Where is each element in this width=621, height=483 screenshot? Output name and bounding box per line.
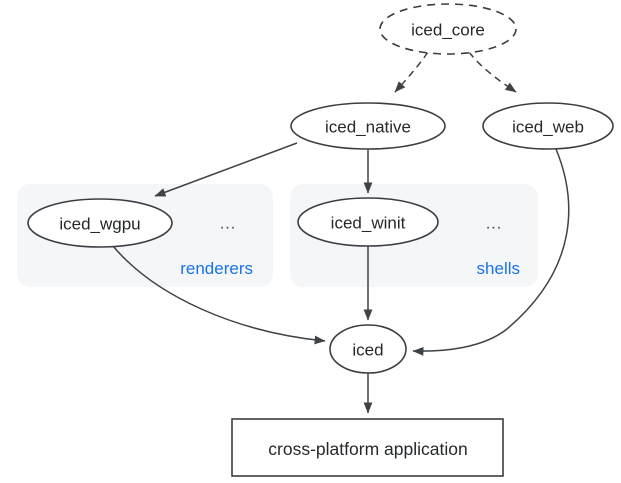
renderers-group-label: renderers	[180, 259, 253, 278]
edge-iced_core-to-iced_native	[394, 51, 429, 93]
node-iced_wgpu-label: iced_wgpu	[59, 215, 140, 234]
edge-iced_native-to-iced_wgpu	[154, 142, 298, 197]
node-iced_web-label: iced_web	[512, 118, 584, 137]
node-iced_native-label: iced_native	[325, 118, 411, 137]
node-iced_core	[379, 3, 517, 55]
node-iced	[329, 324, 407, 374]
shells-group-label: shells	[477, 259, 520, 278]
edge-iced_core-to-iced_web	[468, 51, 517, 93]
edge-iced_wgpu-to-iced	[112, 245, 326, 345]
node-iced_native	[290, 102, 446, 150]
node-iced_winit	[297, 197, 439, 247]
renderers-ellipsis: ...	[220, 216, 236, 233]
node-iced_core-label: iced_core	[411, 21, 485, 40]
node-iced_winit-label: iced_winit	[331, 214, 406, 233]
node-iced_web	[482, 102, 614, 150]
node-iced-label: iced	[352, 341, 383, 360]
node-iced_wgpu	[27, 198, 173, 248]
shells-ellipsis: ...	[486, 216, 502, 233]
edge-iced_web-to-iced	[412, 148, 570, 356]
node-cross-platform-application	[231, 418, 504, 477]
node-cross-platform-application-label: cross-platform application	[268, 439, 467, 459]
